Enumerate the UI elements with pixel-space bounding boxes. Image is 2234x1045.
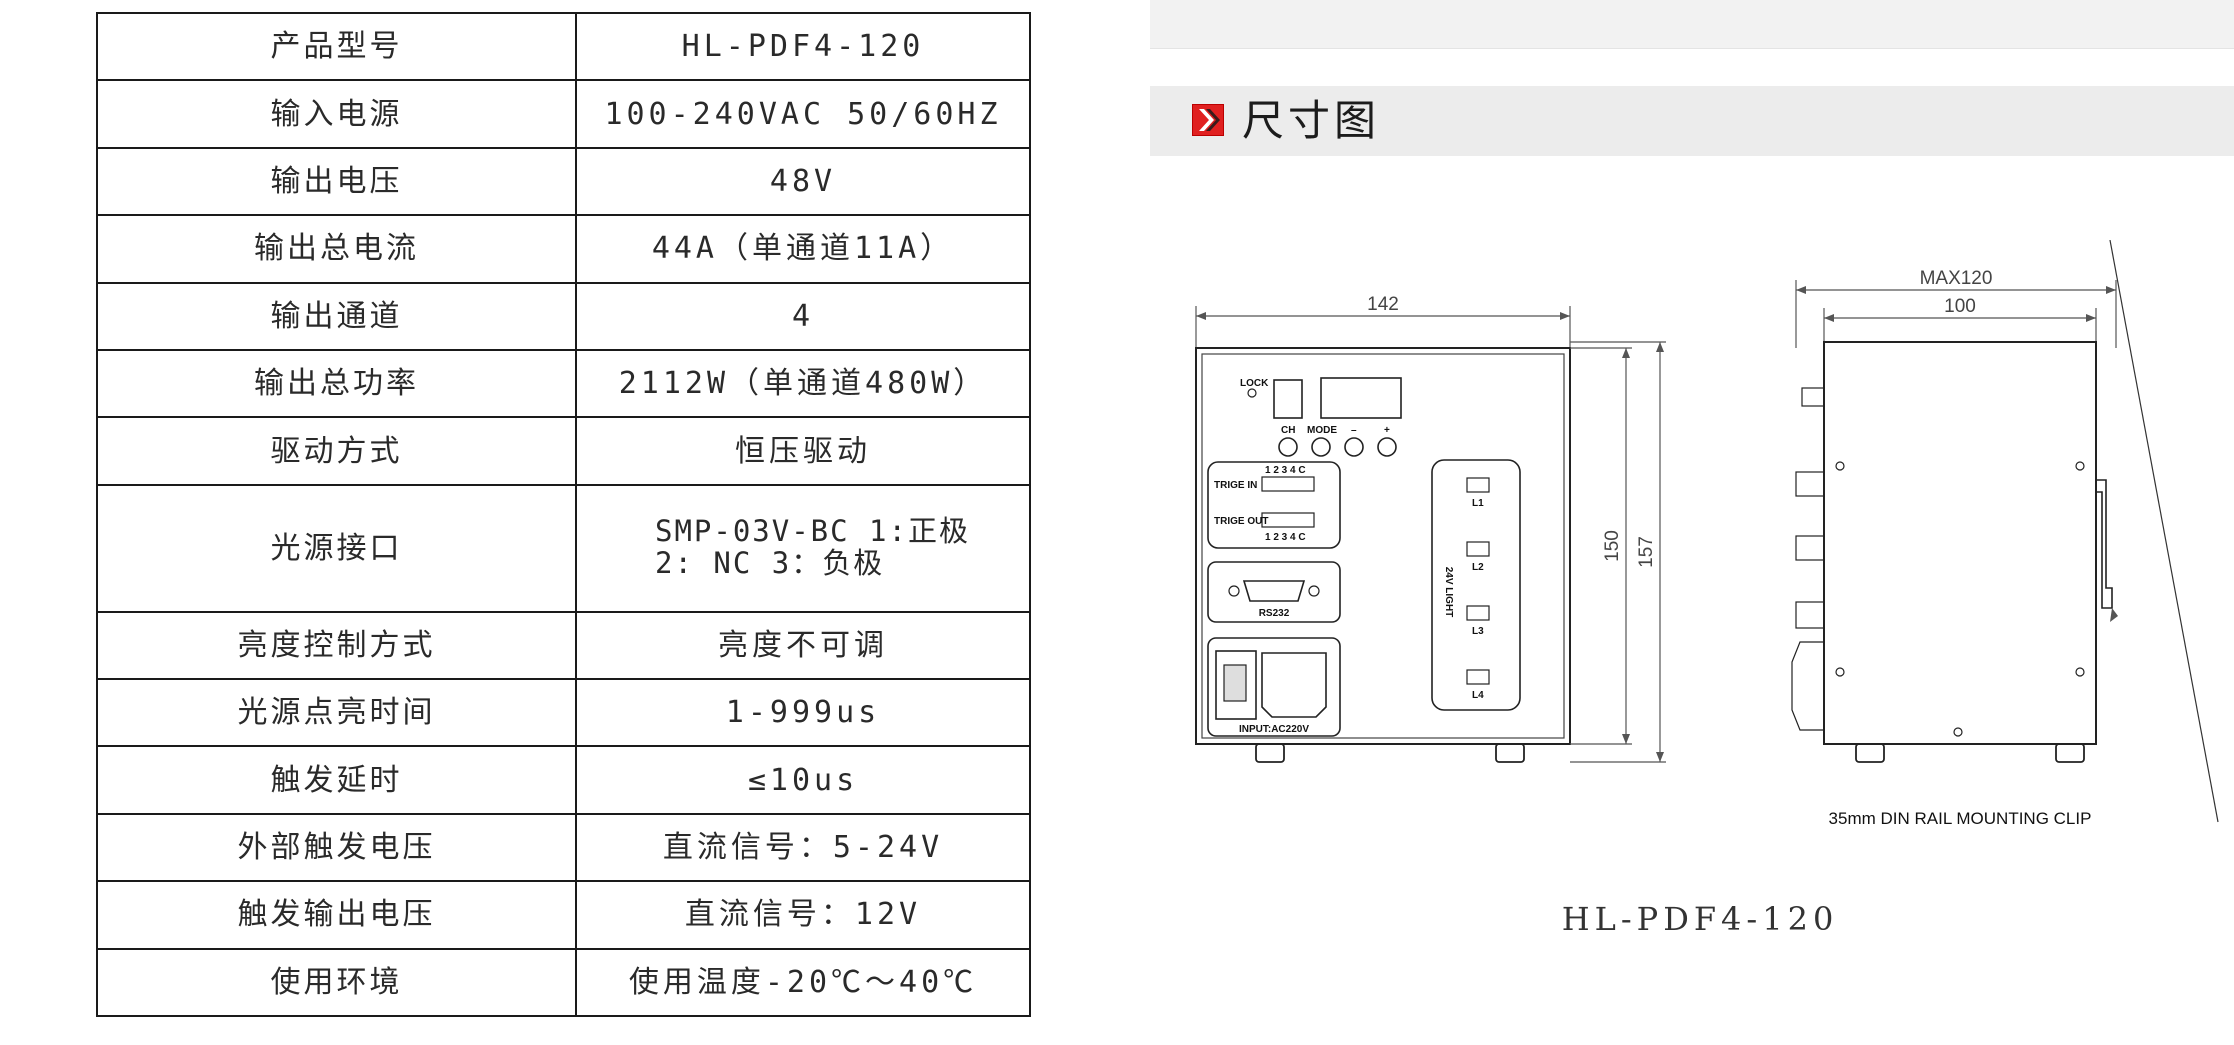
channel-l3-label: L3 xyxy=(1472,626,1484,637)
spec-label: 触发输出电压 xyxy=(96,880,577,950)
trig-in-label: TRIGE IN xyxy=(1214,480,1257,491)
spec-label: 驱动方式 xyxy=(96,416,577,486)
din-clip-label: 35mm DIN RAIL MOUNTING CLIP xyxy=(1829,809,2092,828)
plus-label: + xyxy=(1384,425,1390,436)
spec-value: 直流信号：5-24V xyxy=(575,812,1031,883)
spec-table: 产品型号 HL-PDF4-120 输入电源 100-240VAC 50/60HZ 输出电… xyxy=(96,11,1031,1018)
spec-row: 触发延时 ≤10us xyxy=(96,745,1031,815)
spec-value-line: 48V xyxy=(769,164,837,200)
spec-label: 使用环境 xyxy=(96,947,577,1018)
spec-value: 1-999us xyxy=(575,677,1031,748)
spec-value-line: 2112W（单通道480W） xyxy=(618,366,988,402)
spec-label: 产品型号 xyxy=(96,11,577,82)
spec-row: 产品型号 HL-PDF4-120 xyxy=(96,11,1031,82)
channel-l1-label: L1 xyxy=(1472,498,1484,509)
spec-label: 输出总电流 xyxy=(96,214,577,284)
spec-value: ≤10us xyxy=(575,745,1031,815)
dim-max-depth-label: MAX120 xyxy=(1920,268,1993,289)
spec-row: 输入电源 100-240VAC 50/60HZ xyxy=(96,79,1031,149)
spec-value-line: 4 xyxy=(791,298,815,334)
spec-row: 输出通道 4 xyxy=(96,281,1031,352)
spec-label: 触发延时 xyxy=(96,745,577,815)
spec-row: 使用环境 使用温度-20℃～40℃ xyxy=(96,947,1031,1018)
spec-label: 外部触发电压 xyxy=(96,812,577,883)
spec-value-line: 44A（单通道11A） xyxy=(651,231,955,267)
spec-row: 外部触发电压 直流信号：5-24V xyxy=(96,812,1031,883)
spec-label: 输入电源 xyxy=(96,79,577,149)
model-caption: HL-PDF4-120 xyxy=(1561,900,1839,938)
spec-value-line: 2: NC 3：负极 xyxy=(655,546,885,581)
top-band xyxy=(1150,0,2234,49)
spec-row: 触发输出电压 直流信号：12V xyxy=(96,880,1031,950)
ch-label: CH xyxy=(1281,425,1295,436)
spec-row: 输出电压 48V xyxy=(96,146,1031,217)
spec-value-line: 100-240VAC 50/60HZ xyxy=(604,96,1002,132)
spec-value-line: 直流信号：5-24V xyxy=(662,829,944,865)
spec-value: 48V xyxy=(575,146,1031,217)
spec-value-line: HL-PDF4-120 xyxy=(681,29,925,65)
section-header: 尺寸图 xyxy=(1150,86,2234,156)
spec-value-line: 1-999us xyxy=(725,695,881,731)
spec-table-body: 产品型号 HL-PDF4-120 输入电源 100-240VAC 50/60HZ 输出电… xyxy=(96,11,1031,1018)
mode-label: MODE xyxy=(1307,425,1337,436)
dim-width-label: 142 xyxy=(1367,294,1399,315)
spec-row: 输出总功率 2112W（单通道480W） xyxy=(96,349,1031,419)
channel-l2-label: L2 xyxy=(1472,562,1484,573)
spec-value: 2112W（单通道480W） xyxy=(575,349,1031,419)
spec-label: 输出通道 xyxy=(96,281,577,352)
spec-value-line: 恒压驱动 xyxy=(735,433,871,469)
light-label: 24V LIGHT xyxy=(1443,567,1454,618)
spec-row: 亮度控制方式 亮度不可调 xyxy=(96,610,1031,680)
dim-depth-label: 100 xyxy=(1944,296,1976,317)
spec-value-line: 使用温度-20℃～40℃ xyxy=(628,964,978,1000)
dimension-drawing-svg: 142 MAX120 100 150 157 LOCK CH MODE – + … xyxy=(1195,239,2219,828)
red-arrow-icon xyxy=(1192,104,1224,136)
lock-label: LOCK xyxy=(1240,378,1269,389)
pins-label-top: 1 2 3 4 C xyxy=(1265,465,1306,476)
spec-value-line: ≤10us xyxy=(747,762,859,798)
trig-out-label: TRIGE OUT xyxy=(1214,516,1268,527)
spec-value: 直流信号：12V xyxy=(575,880,1031,950)
spec-value: 100-240VAC 50/60HZ xyxy=(575,79,1031,149)
spec-label: 光源接口 xyxy=(96,483,577,613)
section-title: 尺寸图 xyxy=(1242,96,1381,145)
spec-value-line: 亮度不可调 xyxy=(718,627,888,663)
channel-l4-label: L4 xyxy=(1472,690,1484,701)
spec-label: 亮度控制方式 xyxy=(96,610,577,680)
spec-value: HL-PDF4-120 xyxy=(575,11,1031,82)
spec-value: 恒压驱动 xyxy=(575,416,1031,486)
minus-label: – xyxy=(1351,425,1357,436)
dimension-drawing: 142 MAX120 100 150 157 LOCK CH MODE – + … xyxy=(1150,239,2234,860)
spec-value: 使用温度-20℃～40℃ xyxy=(575,947,1031,1018)
spec-row: 光源点亮时间 1-999us xyxy=(96,677,1031,748)
spec-row: 输出总电流 44A（单通道11A） xyxy=(96,214,1031,284)
spec-value-line: SMP-03V-BC 1:正极 xyxy=(655,514,970,549)
spec-label: 输出总功率 xyxy=(96,349,577,419)
spec-label: 输出电压 xyxy=(96,146,577,217)
dim-height-inner-label: 150 xyxy=(1602,530,1623,562)
spec-value-line: 直流信号：12V xyxy=(684,897,922,933)
spec-label: 光源点亮时间 xyxy=(96,677,577,748)
spec-row: 驱动方式 恒压驱动 xyxy=(96,416,1031,486)
spec-value: 亮度不可调 xyxy=(575,610,1031,680)
input-label: INPUT:AC220V xyxy=(1239,724,1309,735)
pins-label-bottom: 1 2 3 4 C xyxy=(1265,532,1306,543)
rs232-label: RS232 xyxy=(1259,608,1290,619)
dim-height-outer-label: 157 xyxy=(1636,536,1657,568)
spec-value: 44A（单通道11A） xyxy=(575,214,1031,284)
spec-value: 4 xyxy=(575,281,1031,352)
